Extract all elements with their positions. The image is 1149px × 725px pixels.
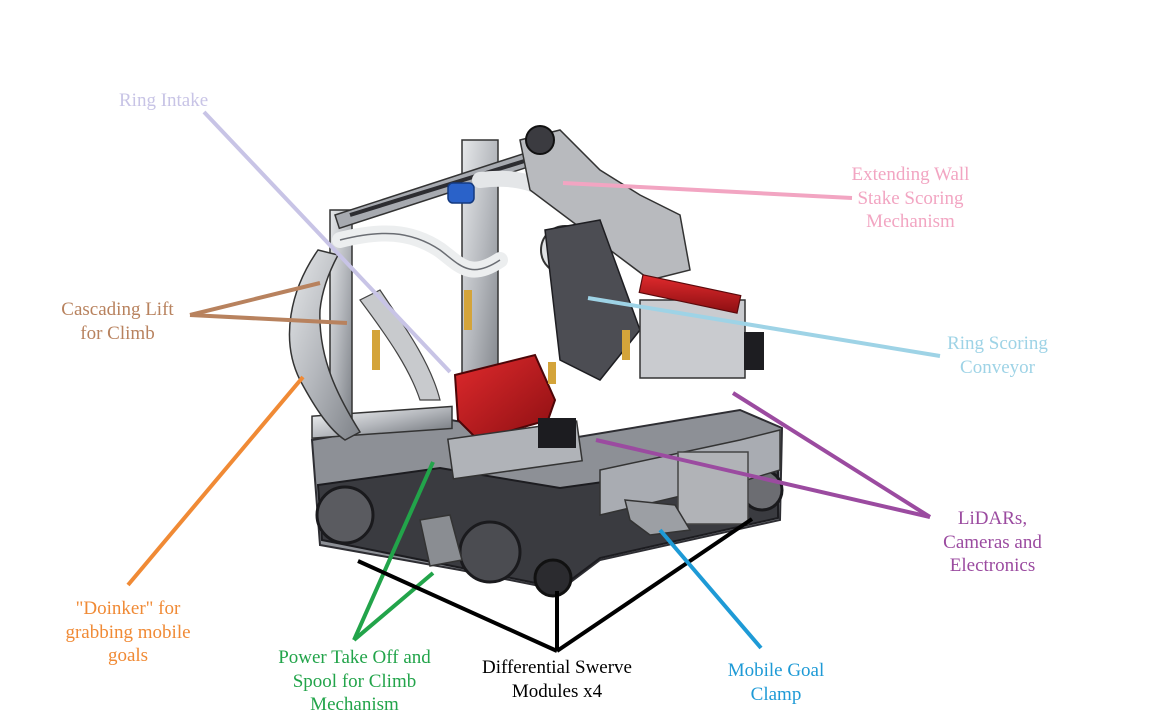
lidars-line-2: Cameras and [943,531,1042,553]
mobile-goal-clamp-pointer [658,528,763,650]
ring-scoring-conveyor-line-2: Conveyor [960,356,1035,378]
scoring-box-black-cap [744,332,764,370]
ring-scoring-conveyor-line-1: Ring Scoring [947,333,1048,354]
cascading-lift-pointer-b [189,313,348,325]
power-take-off-line-2: Spool for Climb [292,670,417,692]
wheel-front-mid [458,520,522,584]
label-cascading-lift: Cascading Lift for Climb [50,298,185,345]
extending-wall-stake-pointer [562,181,853,200]
label-doinker: "Doinker" for grabbing mobile goals [48,597,208,668]
power-take-off-pointer-a [352,461,435,641]
standoff-3 [622,330,630,360]
scoring-box [639,299,746,379]
doinker-line-3: goals [107,645,149,666]
label-ring-scoring-conveyor: Ring Scoring Conveyor [935,332,1060,379]
mobile-goal-clamp-line-1: Mobile Goal [727,660,825,681]
standoff-4 [548,362,556,384]
pto-spool [419,514,463,567]
power-take-off-pointer-b [352,571,435,642]
power-take-off-line-3: Mechanism [310,694,399,715]
cascading-lift-line-1: Cascading Lift [61,299,174,320]
extending-wall-stake-line-2: Stake Scoring [857,187,964,209]
ring-scoring-conveyor-pointer [587,296,941,358]
black-camera [538,418,576,448]
top-roller [525,125,555,155]
label-power-take-off: Power Take Off and Spool for Climb Mecha… [262,646,447,717]
callout-lines [126,110,941,653]
power-take-off-line-1: Power Take Off and [278,647,431,668]
label-lidars: LiDARs, Cameras and Electronics [930,507,1055,578]
standoff-1 [464,290,472,330]
wall-stake-frame [519,129,691,281]
differential-swerve-line-1: Differential Swerve [481,657,632,678]
ring-intake-pointer [202,110,452,374]
lidars-line-3: Electronics [949,555,1036,576]
differential-swerve-pointer-c [555,517,754,653]
lidars-pointer-b [595,438,931,519]
label-mobile-goal-clamp: Mobile Goal Clamp [716,659,836,706]
lidars-pointer-a [731,391,932,519]
intake-tube-upper-edge [339,232,501,271]
label-differential-swerve: Differential Swerve Modules x4 [466,656,648,703]
standoff-2 [372,330,380,370]
label-ring-intake: Ring Intake [119,89,208,113]
extending-wall-stake-line-3: Mechanism [866,211,955,232]
extending-wall-stake-line-1: Extending Wall [851,164,970,185]
label-extending-wall-stake: Extending Wall Stake Scoring Mechanism [843,163,978,234]
electronics-box [677,451,749,525]
doinker-line-2: grabbing mobile [65,621,191,643]
robot-model [288,125,784,598]
cascading-lift-line-2: for Climb [80,322,155,344]
differential-swerve-line-2: Modules x4 [511,680,603,702]
mobile-goal-clamp-line-2: Clamp [750,683,802,705]
doinker-line-1: "Doinker" for [75,598,181,619]
cascading-lift-arm [288,249,362,441]
wheel-front-left [315,485,375,545]
scoring-box-red-bar [638,274,742,314]
lidars-line-1: LiDARs, [957,508,1028,529]
doinker-pointer [126,375,305,587]
wheel-front-right [533,558,573,598]
goal-clamp [624,499,692,536]
blue-bushing [447,182,475,204]
ring-intake-line-1: Ring Intake [119,90,209,111]
cascading-lift-pointer-a [189,281,321,317]
differential-swerve-pointer-a [357,559,558,653]
